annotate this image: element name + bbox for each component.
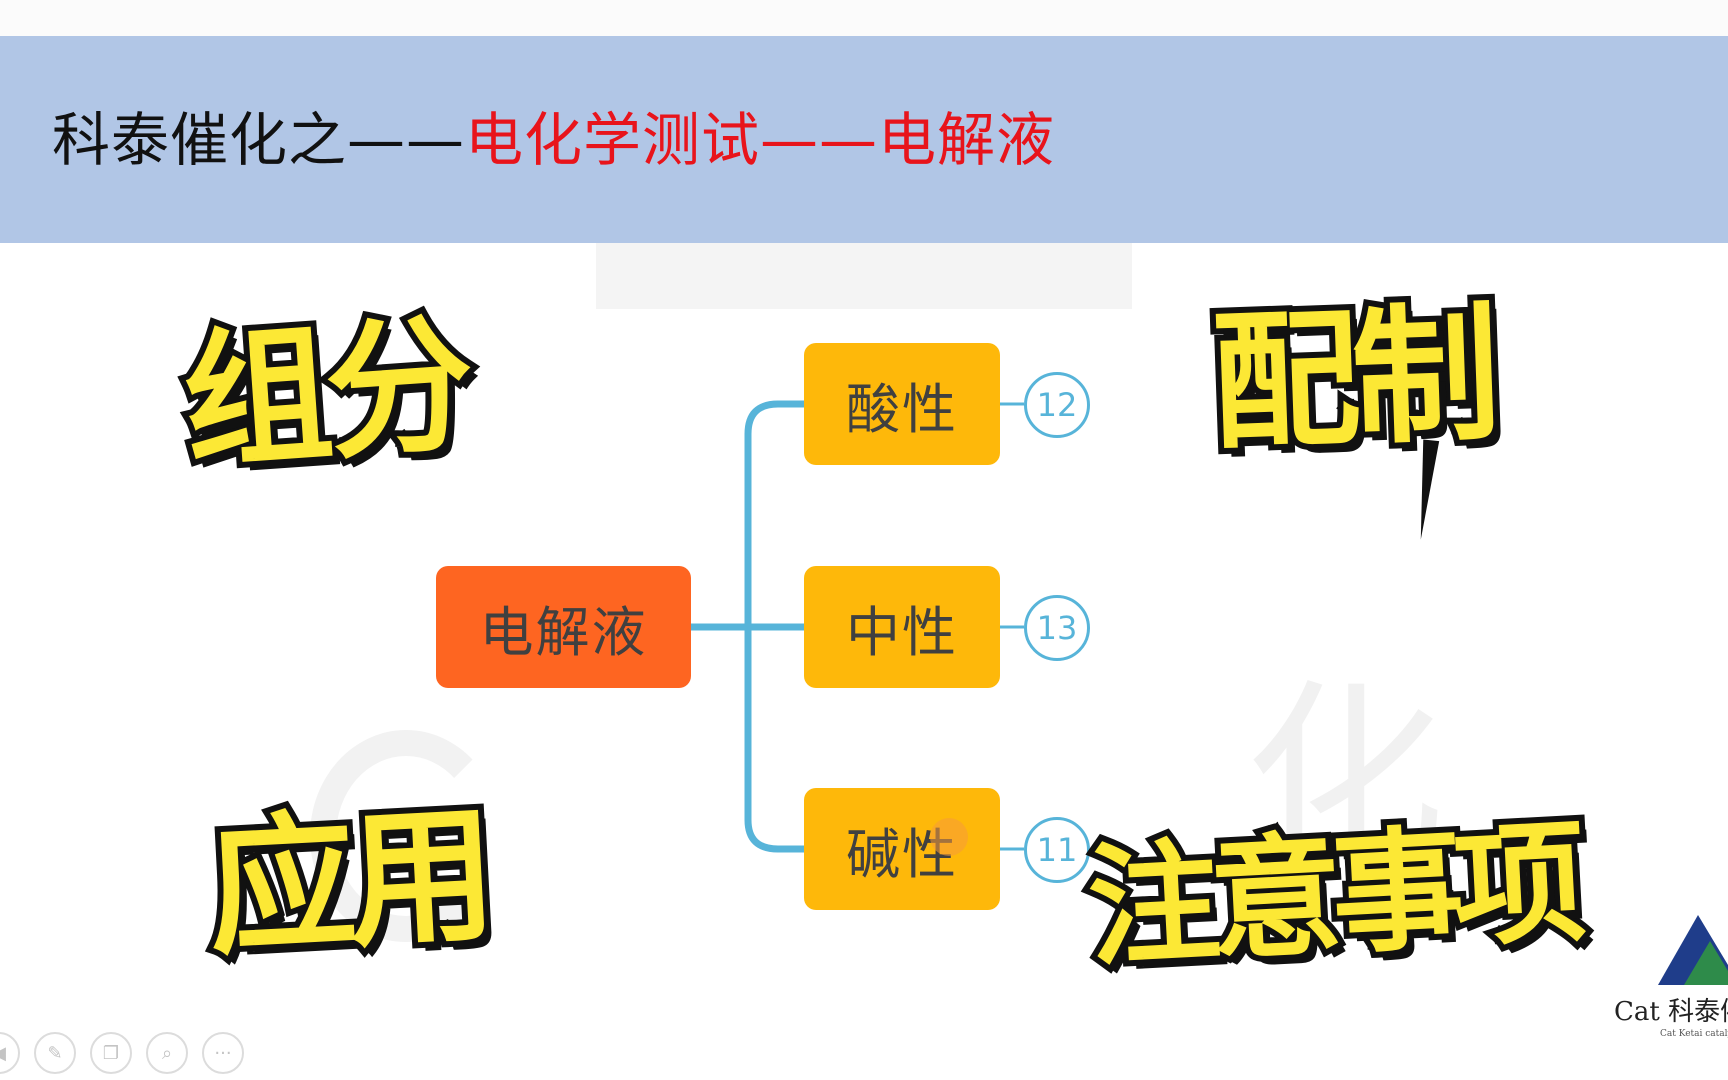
slide-title-topic: 电化学测试——电解液 [465, 106, 1056, 174]
logo-mark-icon [1658, 915, 1728, 985]
slide-title: 科泰催化之——电化学测试——电解液 [52, 100, 1055, 180]
company-logo: Cat 科泰催 Cat Ketai catalysis [1604, 905, 1728, 1045]
watermark-glyph: 化 [1245, 663, 1446, 896]
sticker-precautions: 注意事项 [1078, 800, 1585, 991]
more-icon[interactable]: ··· [202, 1032, 244, 1074]
top-strip [0, 0, 1728, 36]
mindmap-node-alkaline[interactable]: 碱性 [804, 788, 1000, 910]
watermark-box [596, 243, 1132, 309]
mindmap-root-node[interactable]: 电解液 [436, 566, 691, 688]
count-badge-acidic[interactable]: 12 [1024, 372, 1090, 438]
player-controls: ◀ ✎ ❐ ⌕ ··· [0, 1032, 244, 1074]
logo-subtext: Cat Ketai catalysis [1660, 1029, 1728, 1039]
pen-icon[interactable]: ✎ [34, 1032, 76, 1074]
logo-text: Cat 科泰催 [1614, 997, 1728, 1027]
sticker-composition: 组分 [172, 292, 479, 495]
sticker-application: 应用 [198, 783, 499, 981]
title-banner [0, 36, 1728, 243]
sticker-preparation: 配制 [1203, 282, 1501, 476]
slide-title-prefix: 科泰催化之—— [52, 106, 466, 174]
mindmap-node-acidic[interactable]: 酸性 [804, 343, 1000, 465]
count-badge-neutral[interactable]: 13 [1024, 595, 1090, 661]
zoom-icon[interactable]: ⌕ [146, 1032, 188, 1074]
cursor-highlight [930, 818, 968, 856]
prev-icon[interactable]: ◀ [0, 1032, 20, 1074]
mindmap-node-neutral[interactable]: 中性 [804, 566, 1000, 688]
pages-icon[interactable]: ❐ [90, 1032, 132, 1074]
count-badge-alkaline[interactable]: 11 [1024, 817, 1090, 883]
